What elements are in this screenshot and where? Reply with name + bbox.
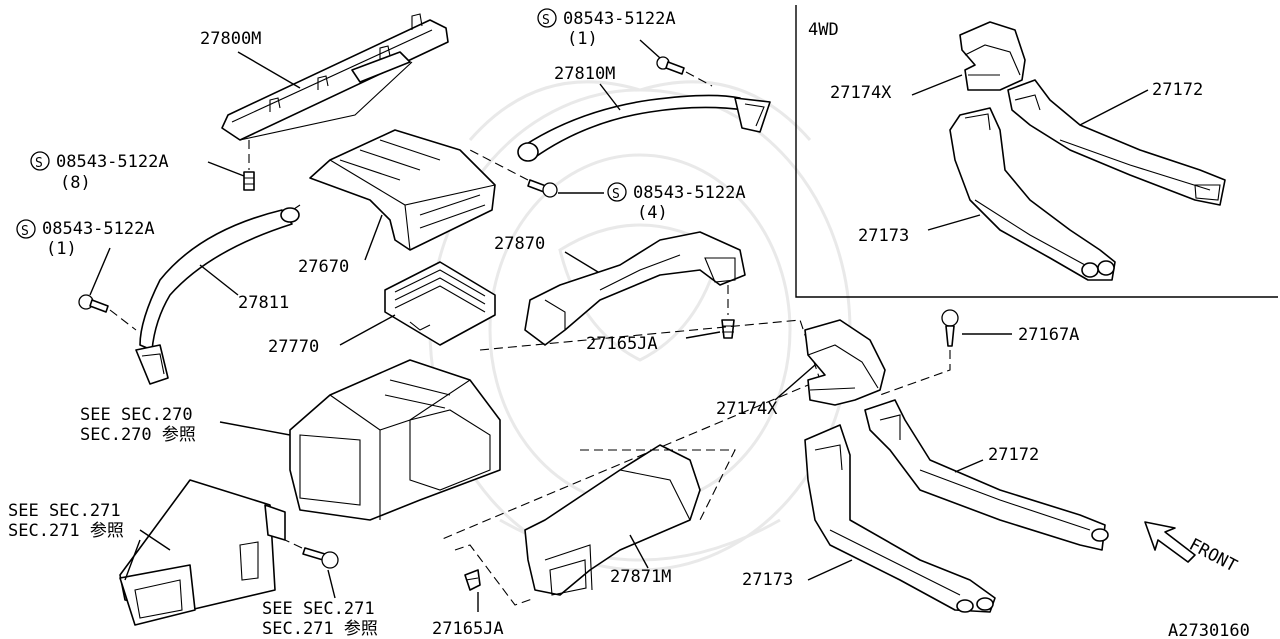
leader-screw-1-left [89, 247, 111, 296]
see-sec271-d: SEC.271 参照 [262, 619, 378, 639]
screw-number-4: 08543-5122A [633, 183, 746, 203]
label-27165JA-a: 27165JA [586, 334, 658, 354]
part-blower-case [119, 479, 286, 626]
screw-symbol: S [612, 187, 620, 202]
screw-symbol: S [21, 224, 29, 239]
screw-icon [469, 149, 558, 198]
see-sec271-a: SEE SEC.271 [8, 501, 121, 521]
leader-27172-inset [1079, 89, 1149, 126]
leader-27670 [364, 214, 383, 261]
screw-number-1-top: 08543-5122A [563, 9, 676, 29]
label-27173-inset: 27173 [858, 226, 909, 246]
part-27871M-duct [454, 444, 736, 606]
screw-symbol-icon [30, 151, 50, 171]
leader-27800M [237, 51, 301, 89]
leader-sec271-a [124, 529, 171, 581]
part-27870-duct [524, 231, 746, 346]
inset-title: 4WD [808, 20, 839, 40]
screw-qty-1-top: (1) [567, 29, 598, 49]
leader-sec270 [219, 421, 291, 436]
part-27172-duct [864, 399, 1109, 551]
see-sec271-b: SEC.271 参照 [8, 521, 124, 541]
part-27770-grille [384, 261, 496, 346]
screw-qty-4: (4) [637, 203, 668, 223]
label-27172-inset: 27172 [1152, 80, 1203, 100]
leader-27173-inset [927, 214, 981, 231]
screw-symbol-icon [16, 219, 36, 239]
screw-icon [243, 140, 255, 191]
screw-symbol: S [35, 156, 43, 171]
screw-icon [78, 294, 137, 331]
front-label: FRONT [1186, 535, 1241, 577]
leader-screw-8 [207, 161, 245, 177]
leader-27172-main [954, 459, 984, 473]
leader-27811 [199, 264, 239, 296]
leader-27173-main [807, 559, 853, 581]
diagram-code: A2730160 [1168, 621, 1250, 639]
label-27871M: 27871M [610, 567, 671, 587]
screw-qty-8: (8) [60, 173, 91, 193]
label-27811: 27811 [238, 293, 289, 313]
label-27172-main: 27172 [988, 445, 1039, 465]
screw-icon [284, 539, 339, 569]
see-sec270-a: SEE SEC.270 [80, 405, 193, 425]
label-27670: 27670 [298, 257, 349, 277]
label-27800M: 27800M [200, 29, 261, 49]
label-27870: 27870 [494, 234, 545, 254]
part-27800M-bracket [221, 13, 449, 141]
label-27174X-inset: 27174X [830, 83, 892, 103]
leader-27770 [339, 314, 396, 346]
inset-part-27174X [959, 21, 1026, 91]
label-27174X-main: 27174X [716, 399, 778, 419]
leader-sec271-c [327, 569, 336, 599]
label-27770: 27770 [268, 337, 319, 357]
screw-number-1-left: 08543-5122A [42, 219, 155, 239]
leader-27871M [629, 534, 649, 569]
see-sec271-c: SEE SEC.271 [262, 599, 375, 619]
label-27167A: 27167A [1018, 325, 1079, 345]
see-sec270-b: SEC.270 参照 [80, 425, 196, 445]
inset-frame [795, 5, 1278, 298]
screw-symbol-icon [607, 182, 627, 202]
screw-qty-1-left: (1) [46, 239, 77, 259]
label-27165JA-b: 27165JA [432, 619, 504, 639]
label-27173-main: 27173 [742, 570, 793, 590]
part-27811-tube [135, 207, 300, 385]
part-27173-duct [804, 424, 996, 613]
screw-symbol-icon [537, 8, 557, 28]
screw-icon [879, 309, 959, 396]
part-27670-duct [269, 129, 496, 251]
label-27810M: 27810M [554, 64, 615, 84]
clip-icon [464, 569, 481, 591]
leader-27174X-main [774, 364, 816, 401]
part-27174X-elbow [804, 319, 886, 406]
part-heater-unit [289, 319, 821, 541]
inset-part-27172 [1007, 79, 1226, 206]
screw-symbol: S [542, 13, 550, 28]
screw-number-8: 08543-5122A [56, 152, 169, 172]
leader-27810M [599, 83, 621, 111]
screw-icon [656, 56, 713, 87]
leader-screw-1-top [639, 39, 661, 59]
inset-part-27173 [949, 107, 1116, 281]
part-27810M-tube [517, 94, 771, 162]
leader-27174X-inset [911, 74, 963, 96]
clip-icon [721, 319, 735, 339]
leader-27870 [564, 251, 599, 273]
leader-27165JA-a [685, 331, 721, 339]
front-arrow-icon [1144, 521, 1196, 563]
